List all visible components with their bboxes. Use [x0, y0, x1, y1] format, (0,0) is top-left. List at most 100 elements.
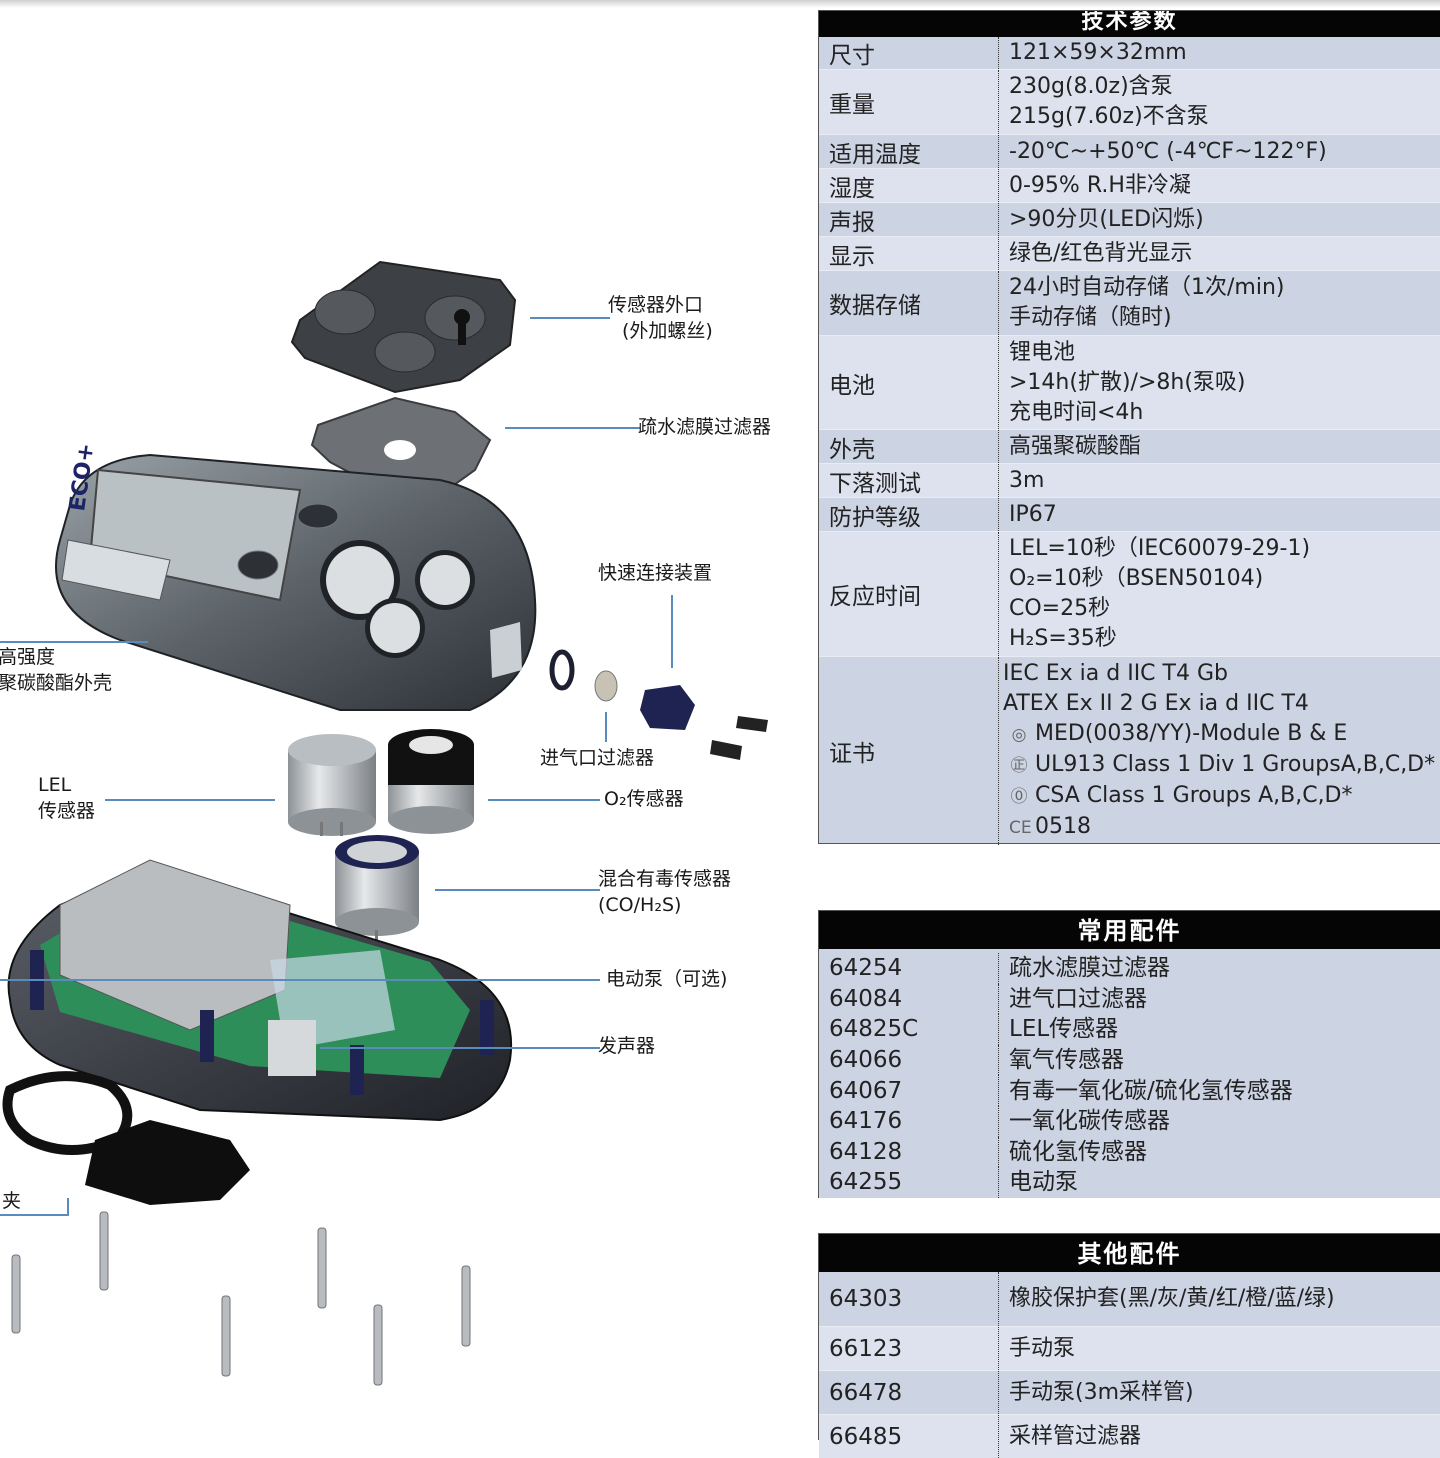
- part-name-cell: 一氧化碳传感器: [999, 1106, 1440, 1137]
- part-name: 疏水滤膜过滤器: [1009, 955, 1170, 982]
- clip-part: [2, 1071, 250, 1205]
- spec-value: >90分贝(LED闪烁): [999, 203, 1440, 236]
- spec-key: 声报: [819, 203, 999, 236]
- spec-value-line: 绿色/红色背光显示: [1009, 240, 1193, 266]
- spec-row: 数据存储 24小时自动存储（1次/min) 手动存储（随时): [819, 270, 1440, 335]
- spec-value-line: UL913 Class 1 Div 1 GroupsA,B,C,D*: [1035, 752, 1436, 777]
- spec-value-line: IEC Ex ia d IIC T4 Gb: [1003, 661, 1228, 686]
- exploded-diagram: ECO+: [0, 260, 772, 1386]
- part-number: 64825C: [819, 1014, 999, 1045]
- sensor-cover-part: [290, 260, 517, 394]
- part-name-cell: 疏水滤膜过滤器: [999, 953, 1440, 984]
- spec-row: 电池锂电池>14h(扩散)/>8h(泵吸)充电时间<4h: [819, 335, 1440, 429]
- spec-value: 121×59×32mm: [999, 37, 1440, 69]
- other-accessories-table-title: 其他配件: [819, 1234, 1440, 1272]
- part-name: 氧气传感器: [1009, 1047, 1124, 1074]
- part-name-cell: 电动泵: [999, 1167, 1440, 1198]
- spec-value: 锂电池 >14h(扩散)/>8h(泵吸) 充电时间<4h: [999, 336, 1440, 429]
- accessory-row: 64255 电动泵: [819, 1167, 1440, 1198]
- screws: [11, 1211, 471, 1386]
- spec-key: 证书: [819, 657, 999, 845]
- spec-value-line: MED(0038/YY)-Module B & E: [1035, 721, 1348, 746]
- spec-value-line: 锂电池: [1009, 339, 1076, 365]
- spec-key: 外壳: [819, 430, 999, 463]
- part-name: 电动泵: [1009, 1169, 1078, 1196]
- part-name: 一氧化碳传感器: [1009, 1108, 1170, 1135]
- cert-line: ㊣ UL913 Class 1 Div 1 GroupsA,B,C,D*: [1003, 750, 1440, 781]
- spec-value-line: 121×59×32mm: [1009, 40, 1187, 65]
- accessory-row: 64176 一氧化碳传感器: [819, 1105, 1440, 1137]
- callout-inlet-filter: 进气口过滤器: [540, 747, 655, 769]
- part-number: 64176: [819, 1105, 999, 1137]
- spec-value-line: 24小时自动存储（1次/min): [1009, 275, 1285, 300]
- part-name-cell: 手动泵: [999, 1327, 1440, 1370]
- spec-key: 尺寸: [819, 37, 999, 69]
- spec-value-line: ATEX Ex II 2 G Ex ia d IIC T4: [1003, 691, 1309, 716]
- top-edge: [0, 0, 1440, 8]
- spec-key: 数据存储: [819, 271, 999, 335]
- spec-value-line: 0518: [1035, 814, 1091, 839]
- device-illustration: ECO+: [0, 260, 768, 1386]
- spec-value-line: 230g(8.0z)含泵: [1009, 74, 1173, 99]
- leader-line: [0, 1198, 69, 1216]
- cert-line: ATEX Ex II 2 G Ex ia d IIC T4: [1003, 689, 1440, 719]
- spec-key: 防护等级: [819, 498, 999, 531]
- callout-clip: 夹: [2, 1190, 22, 1212]
- spec-row: 尺寸 121×59×32mm: [819, 37, 1440, 69]
- part-number: 66123: [819, 1327, 999, 1370]
- spec-key: 重量: [819, 70, 999, 134]
- spec-value-line: 手动存储（随时): [1009, 305, 1172, 330]
- part-number: 64084: [819, 983, 999, 1015]
- cert-mark-icon: ⓪: [1010, 787, 1028, 807]
- spec-value: 230g(8.0z)含泵 215g(7.60z)不含泵: [999, 70, 1440, 134]
- callout-toxic-sensor: 混合有毒传感器 (CO/H₂S): [598, 866, 731, 918]
- part-name-cell: 手动泵(3m采样管): [999, 1371, 1440, 1414]
- spec-value-line: 充电时间<4h: [1009, 399, 1144, 425]
- cert-mark-icon: ㊣: [1010, 756, 1028, 776]
- spec-value: -20℃~+50℃ (-4℃F~122°F): [999, 135, 1440, 168]
- callout-quick-connect: 快速连接装置: [598, 562, 713, 584]
- cert-mark-icon: ◎: [1011, 725, 1027, 745]
- callout-membrane-filter: 疏水滤膜过滤器: [638, 416, 772, 438]
- membrane-filter-part: [310, 396, 492, 497]
- spec-value: 24小时自动存储（1次/min) 手动存储（随时): [999, 271, 1440, 335]
- spec-row: 外壳高强聚碳酸酯: [819, 429, 1440, 463]
- spec-row: 声报>90分贝(LED闪烁): [819, 202, 1440, 236]
- spec-value-line: H₂S=35秒: [1009, 626, 1117, 651]
- spec-row: 显示绿色/红色背光显示: [819, 236, 1440, 270]
- part-name-cell: 橡胶保护套(黑/灰/黄/红/橙/蓝/绿): [999, 1272, 1440, 1326]
- toxic-sensor-part: [335, 835, 419, 944]
- spec-value-line: -20℃~+50℃ (-4℃F~122°F): [1009, 138, 1327, 164]
- callout-housing: 高强度 聚碳酸酯外壳: [0, 644, 112, 696]
- callout-sensor-cover: 传感器外口 (外加螺丝): [608, 292, 713, 344]
- quick-connect-parts: [549, 649, 768, 760]
- callout-pump: 电动泵（可选): [606, 968, 728, 990]
- spec-value-line: >14h(扩散)/>8h(泵吸): [1009, 369, 1246, 395]
- part-name-cell: 进气口过滤器: [999, 984, 1440, 1015]
- part-name-cell: 有毒一氧化碳/硫化氢传感器: [999, 1075, 1440, 1106]
- cert-line: IEC Ex ia d IIC T4 Gb: [1003, 659, 1440, 689]
- part-name-cell: 硫化氢传感器: [999, 1137, 1440, 1168]
- part-name: 硫化氢传感器: [1009, 1138, 1147, 1165]
- part-number: 64255: [819, 1167, 999, 1198]
- spec-value: 0-95% R.H非冷凝: [999, 169, 1440, 202]
- callout-buzzer: 发声器: [598, 1035, 656, 1057]
- callout-lel-line1: LEL: [38, 774, 72, 796]
- callout-sensor-cover-line2: (外加螺丝): [622, 320, 713, 342]
- spec-value-line: 215g(7.60z)不含泵: [1009, 104, 1209, 129]
- part-number: 64067: [819, 1075, 999, 1106]
